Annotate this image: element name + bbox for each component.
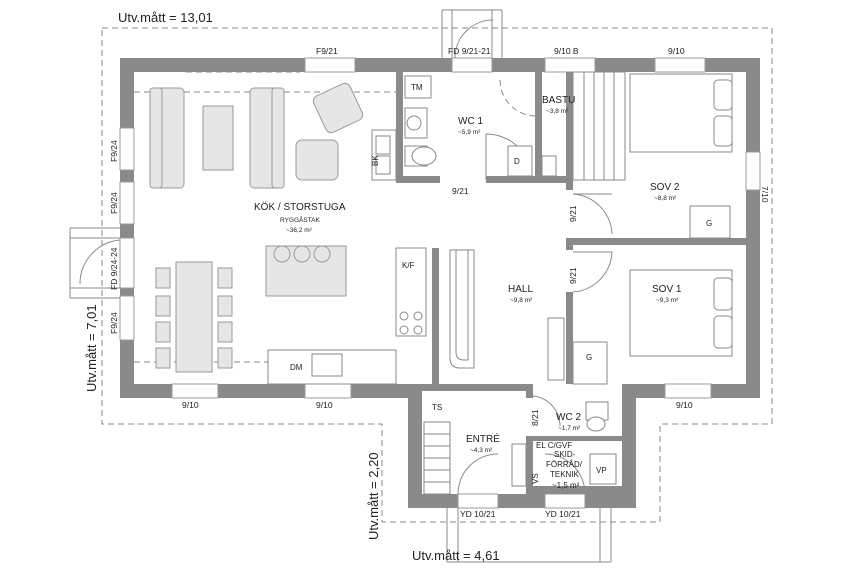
door-wc2-label: 8/21 (530, 409, 540, 426)
door-fd921-21: FD 9/21-21 (448, 46, 491, 56)
door-yd-right: YD 10/21 (545, 509, 581, 519)
entrance-canopy (446, 505, 612, 563)
window-910-top: 9/10 (668, 46, 685, 56)
sofa-group (149, 82, 364, 189)
room-bastu-area: ~3,8 m² (546, 108, 569, 115)
room-kitchen-name: KÖK / STORSTUGA (254, 201, 346, 213)
fixture-g-sov1: G (586, 353, 592, 362)
room-wc1-area: ~5,9 m² (458, 129, 481, 136)
room-sov2-area: ~8,8 m² (654, 195, 677, 202)
top-porch (441, 9, 503, 59)
door-wc1-label: 9/21 (452, 186, 469, 196)
room-wc2-name: WC 2 (556, 412, 581, 423)
window-f921: F9/21 (316, 46, 338, 56)
dim-height: Utv.mått = 7,01 (84, 304, 99, 392)
kitchen-counters (267, 129, 427, 385)
fixture-d: D (514, 157, 520, 166)
window-910-bl: 9/10 (182, 400, 199, 410)
door-sov1-label: 9/21 (568, 267, 578, 284)
room-skid-line1: SKID- (554, 450, 576, 459)
hall-furniture (449, 249, 565, 381)
fixture-g-sov2: G (706, 219, 712, 228)
fixture-bk: BK (371, 155, 380, 166)
room-bastu-name: BASTU (542, 95, 575, 106)
dim-entry-width: Utv.mått = 4,61 (412, 548, 500, 563)
window-910-br: 9/10 (676, 400, 693, 410)
room-hall-name: HALL (508, 284, 533, 295)
room-sov2-name: SOV 2 (650, 182, 680, 193)
window-910b: 9/10 B (554, 46, 579, 56)
kitchen-island (265, 245, 347, 297)
window-f924-a: F9/24 (109, 140, 119, 162)
room-hall-area: ~9,8 m² (510, 297, 533, 304)
room-kitchen-sub: RYGGÅSTAK (280, 215, 321, 224)
left-porch (69, 227, 121, 299)
room-wc1-name: WC 1 (458, 116, 483, 127)
dining-table (155, 261, 233, 373)
wc1-fixtures (404, 75, 533, 177)
window-f924-b: F9/24 (109, 192, 119, 214)
room-entre-name: ENTRÉ (466, 432, 500, 445)
room-entre-area: ~4,3 m² (470, 447, 493, 454)
room-wc2-area: ~1,7 m² (558, 425, 581, 432)
window-f924-c: F9/24 (109, 312, 119, 334)
room-skid-line2: FÖRRÅD/ (546, 460, 583, 469)
door-vs-label: VS (531, 473, 540, 484)
door-fd924-24: FD 9/24-24 (109, 247, 119, 290)
room-skid-line3: TEKNIK (550, 470, 580, 479)
wc2-fixtures (585, 401, 609, 432)
entre-furniture (423, 421, 617, 495)
room-sov1-name: SOV 1 (652, 284, 682, 295)
window-710: 7/10 (760, 186, 770, 203)
fixture-ts: TS (432, 403, 442, 412)
sov1-furniture (572, 269, 733, 385)
dim-entry-depth: Utv.mått = 2,20 (366, 452, 381, 540)
room-skid-area: ~1,5 m² (552, 481, 580, 490)
fixture-tm: TM (411, 83, 423, 92)
fixture-elcgvf: EL C/GVF (536, 441, 572, 450)
fixture-dm: DM (290, 363, 303, 372)
room-sov1-area: ~9,3 m² (656, 297, 679, 304)
sov2-furniture (629, 73, 733, 239)
fixture-kf: K/F (402, 261, 415, 270)
fixture-vp: VP (596, 466, 607, 475)
dim-width: Utv.mått = 13,01 (118, 10, 213, 25)
room-kitchen-area: ~36,2 m² (286, 227, 313, 234)
door-sov2-label: 9/21 (568, 205, 578, 222)
window-910-bm: 9/10 (316, 400, 333, 410)
door-yd-left: YD 10/21 (460, 509, 496, 519)
outer-dimension-outline (101, 27, 773, 523)
sauna-benches (541, 71, 626, 181)
